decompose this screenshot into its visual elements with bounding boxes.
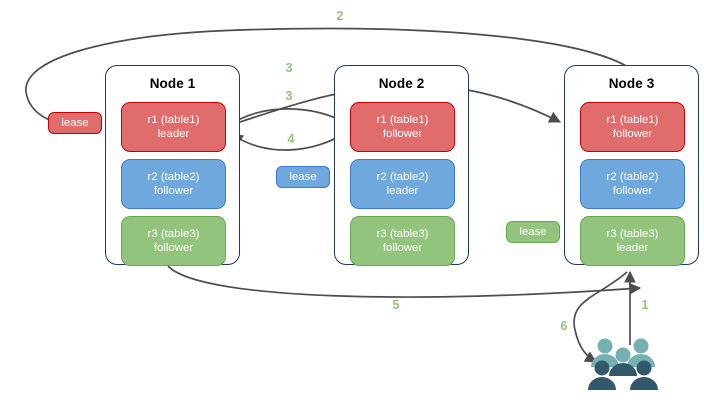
replica-node3-r2[interactable]: r2 (table2) follower (580, 159, 685, 209)
replica-name: r3 (table3) (606, 228, 659, 240)
replica-role: follower (612, 128, 653, 140)
replica-role: follower (382, 128, 423, 140)
lease-badge-green[interactable]: lease (506, 221, 560, 243)
users-icon (588, 338, 658, 390)
replica-name: r3 (table3) (376, 228, 429, 240)
edge-label-step-4: 4 (287, 132, 295, 146)
replica-node2-r1[interactable]: r1 (table1) follower (350, 102, 455, 152)
replica-name: r1 (table1) (147, 114, 200, 126)
replica-role: follower (612, 185, 653, 197)
node-container-node1[interactable]: Node 1 r1 (table1) leader r2 (table2) fo… (105, 65, 240, 266)
replica-role: leader (386, 185, 419, 197)
replica-node3-r1[interactable]: r1 (table1) follower (580, 102, 685, 152)
replica-role: follower (382, 242, 423, 254)
replica-name: r2 (table2) (147, 171, 200, 183)
node-container-node3[interactable]: Node 3 r1 (table1) follower r2 (table2) … (564, 65, 699, 266)
edge-label-step-6: 6 (560, 319, 568, 333)
replica-role: follower (153, 185, 194, 197)
replica-name: r1 (table1) (376, 114, 429, 126)
node-container-node2[interactable]: Node 2 r1 (table1) follower r2 (table2) … (334, 65, 469, 266)
replica-node3-r3[interactable]: r3 (table3) leader (580, 216, 685, 266)
edge-label-step-3a: 3 (285, 61, 293, 75)
replica-role: leader (616, 242, 649, 254)
replica-name: r3 (table3) (147, 228, 200, 240)
replica-node1-r1[interactable]: r1 (table1) leader (121, 102, 226, 152)
edge-label-step-1: 1 (641, 298, 649, 312)
node-title-node2: Node 2 (378, 76, 425, 91)
replica-name: r2 (table2) (376, 171, 429, 183)
node-title-node3: Node 3 (608, 76, 655, 91)
lease-badge-red[interactable]: lease (48, 112, 102, 134)
lease-badge-blue[interactable]: lease (276, 166, 330, 188)
edge-label-step-3b: 3 (285, 89, 293, 103)
replica-node1-r3[interactable]: r3 (table3) follower (121, 216, 226, 266)
replica-node1-r2[interactable]: r2 (table2) follower (121, 159, 226, 209)
replica-node2-r2[interactable]: r2 (table2) leader (350, 159, 455, 209)
edge-label-step-2: 2 (336, 9, 344, 23)
edge-step-3-short (227, 108, 350, 127)
replica-name: r1 (table1) (606, 114, 659, 126)
replica-node2-r3[interactable]: r3 (table3) follower (350, 216, 455, 266)
replica-name: r2 (table2) (606, 171, 659, 183)
node-title-node1: Node 1 (149, 76, 196, 91)
edge-label-step-5: 5 (392, 298, 400, 312)
replica-role: follower (153, 242, 194, 254)
edge-step-5 (167, 265, 642, 298)
replica-role: leader (157, 128, 190, 140)
